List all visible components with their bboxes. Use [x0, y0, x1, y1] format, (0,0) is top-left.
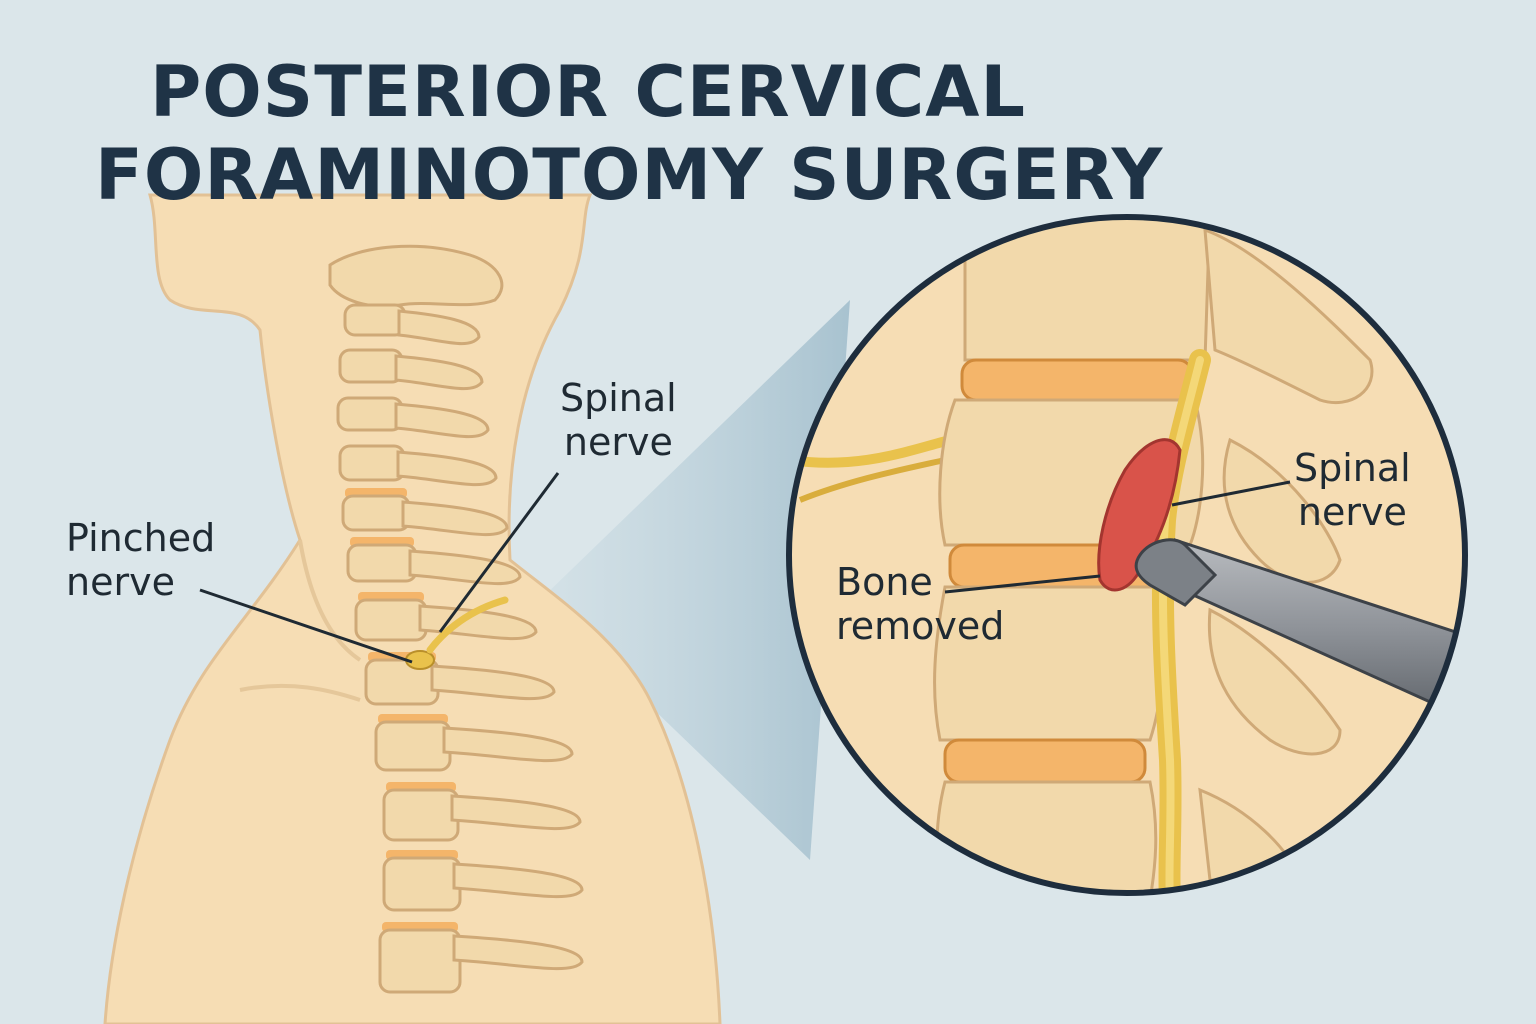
spinal-nerve-right-label: Spinal nerve	[1294, 446, 1411, 534]
zoom-beam	[540, 300, 850, 860]
spinous-process	[394, 354, 484, 390]
spinal-nerve-right-leader	[1171, 480, 1291, 507]
vertebra	[374, 720, 452, 772]
spinal-nerve-right-label-line-2: nerve	[1297, 490, 1407, 534]
spinous-process	[450, 794, 582, 831]
magnifier-frame	[786, 214, 1468, 896]
spinous-process	[430, 664, 556, 701]
spinous-process	[397, 309, 481, 345]
vertebra	[382, 856, 462, 912]
vertebra	[378, 928, 462, 994]
spinous-process	[452, 934, 584, 971]
vertebra	[346, 543, 418, 583]
pinched-nerve-label-line-1: Pinched	[66, 516, 216, 560]
spinal-nerve-left-leader	[438, 472, 560, 633]
spinal-nerve-left-label-line-2: nerve	[563, 420, 673, 464]
surgical-instrument	[1134, 538, 1465, 723]
vertebra	[341, 494, 411, 532]
magnified-view	[789, 217, 1465, 893]
vertebra	[343, 303, 407, 337]
bone-removed-label: Bone removed	[836, 560, 1004, 648]
spinous-process	[394, 402, 490, 439]
spinous-process	[452, 862, 584, 899]
vertebra	[338, 348, 404, 384]
vertebra	[354, 598, 428, 642]
spinous-process	[408, 549, 522, 586]
pinched-nerve-label: Pinched nerve	[66, 516, 215, 604]
spine-column	[336, 303, 584, 994]
pinched-nerve-label-line-2: nerve	[66, 560, 175, 604]
pinched-nerve-leader	[199, 588, 413, 664]
page-title-line-1: POSTERIOR CERVICAL	[150, 51, 1026, 133]
vertebra	[338, 444, 406, 482]
spinal-nerve-left	[426, 596, 509, 654]
bone-removed-leader	[944, 574, 1101, 594]
bone-removed-label-line-1: Bone	[836, 560, 933, 604]
spinal-nerve-right-label-line-1: Spinal	[1294, 446, 1411, 490]
bone-removed-label-line-2: removed	[836, 604, 1005, 648]
spinous-process	[401, 500, 509, 537]
vertebra	[336, 396, 404, 432]
vertebra	[382, 788, 460, 842]
spinous-process	[396, 450, 498, 487]
spinous-process	[442, 726, 574, 763]
spinal-nerve-left-label-line-1: Spinal	[560, 376, 677, 420]
page-title-line-2: FORAMINOTOMY SURGERY	[95, 134, 1164, 216]
spinal-nerve-left-label: Spinal nerve	[560, 376, 677, 464]
